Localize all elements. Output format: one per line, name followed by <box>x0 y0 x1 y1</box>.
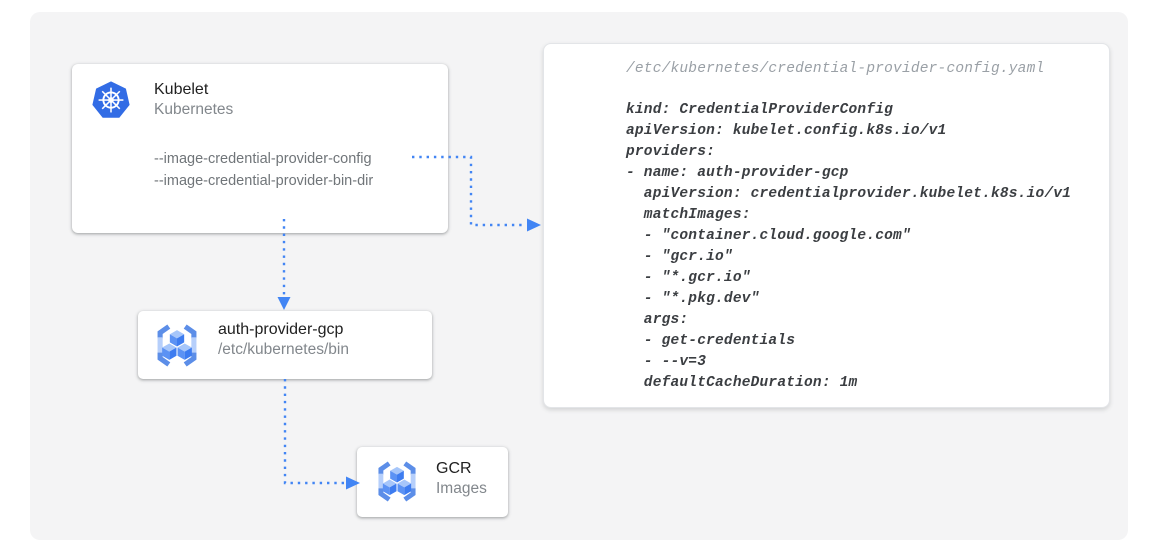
gcr-icon <box>378 461 416 502</box>
kubelet-subtitle: Kubernetes <box>154 101 234 118</box>
auth-provider-gcp-card: auth-provider-gcp /etc/kubernetes/bin <box>138 311 432 379</box>
credential-provider-config-card: /etc/kubernetes/credential-provider-conf… <box>543 43 1110 408</box>
gcr-icon <box>157 324 197 367</box>
flag-image-credential-provider-config: --image-credential-provider-config <box>154 151 372 167</box>
auth-provider-path: /etc/kubernetes/bin <box>218 341 349 358</box>
gcr-title: GCR <box>436 460 472 477</box>
config-yaml-code: kind: CredentialProviderConfig apiVersio… <box>626 102 1072 391</box>
config-file-path: /etc/kubernetes/credential-provider-conf… <box>626 61 1045 77</box>
gcr-card: GCR Images <box>357 447 508 517</box>
auth-provider-title: auth-provider-gcp <box>218 321 344 338</box>
gcr-subtitle: Images <box>436 480 487 497</box>
kubelet-title: Kubelet <box>154 81 209 98</box>
kubelet-flags: --image-credential-provider-config --ima… <box>154 148 373 192</box>
kubelet-card: Kubelet Kubernetes --image-credential-pr… <box>72 64 448 233</box>
flag-image-credential-provider-bin-dir: --image-credential-provider-bin-dir <box>154 173 374 189</box>
kubernetes-icon <box>92 81 130 118</box>
